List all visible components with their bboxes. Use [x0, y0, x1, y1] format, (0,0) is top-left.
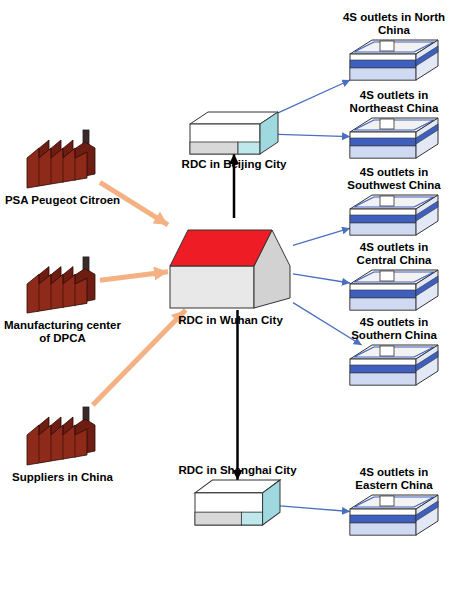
outlet-node: 4S outlets in Southwest China [350, 195, 438, 235]
central-warehouse: RDC in Wuhan City [168, 218, 293, 310]
outlet-node: 4S outlets in Central China [350, 270, 438, 310]
outlet-node: 4S outlets in Southern China [350, 345, 438, 385]
outlet-store-icon [350, 118, 438, 158]
flow-arrow [278, 80, 350, 113]
supplier-node: Manufacturing center of DPCA [25, 255, 100, 315]
warehouse-icon [168, 218, 293, 310]
supplier-node: Suppliers in China [25, 405, 100, 467]
flow-arrow [293, 228, 350, 245]
node-label: RDC in Shanghai City [163, 464, 313, 477]
node-label: RDC in Beijing City [164, 158, 304, 171]
flow-arrow [278, 134, 350, 136]
factory-icon [25, 405, 100, 467]
outlet-store-icon [350, 495, 438, 535]
flow-arrow [236, 310, 239, 480]
outlet-store-icon [350, 345, 438, 385]
outlet-store-icon [350, 270, 438, 310]
node-label: 4S outlets in Southern China [342, 316, 446, 342]
distribution-center-icon [195, 480, 280, 525]
node-label: 4S outlets in Eastern China [342, 466, 446, 492]
node-label: Manufacturing center of DPCA [0, 319, 125, 345]
distribution-center-icon [190, 112, 278, 154]
distribution-center: RDC in Beijing City [190, 112, 278, 154]
outlet-store-icon [350, 40, 438, 80]
outlet-node: 4S outlets in Northeast China [350, 118, 438, 158]
factory-icon [25, 128, 100, 190]
flow-arrow [100, 272, 168, 281]
node-label: PSA Peugeot Citroen [0, 194, 128, 207]
node-label: Suppliers in China [0, 471, 128, 484]
factory-icon [25, 255, 100, 315]
node-label: 4S outlets in Northeast China [342, 89, 446, 115]
node-label: 4S outlets in North China [342, 11, 446, 37]
flow-arrow [293, 274, 350, 283]
node-label: 4S outlets in Central China [342, 241, 446, 267]
supplier-node: PSA Peugeot Citroen [25, 128, 100, 190]
outlet-node: 4S outlets in North China [350, 40, 438, 80]
node-label: 4S outlets in Southwest China [342, 166, 446, 192]
node-label: RDC in Wuhan City [156, 314, 306, 327]
outlet-node: 4S outlets in Eastern China [350, 495, 438, 535]
distribution-center: RDC in Shanghai City [195, 480, 280, 525]
flow-arrow [280, 506, 350, 512]
outlet-store-icon [350, 195, 438, 235]
